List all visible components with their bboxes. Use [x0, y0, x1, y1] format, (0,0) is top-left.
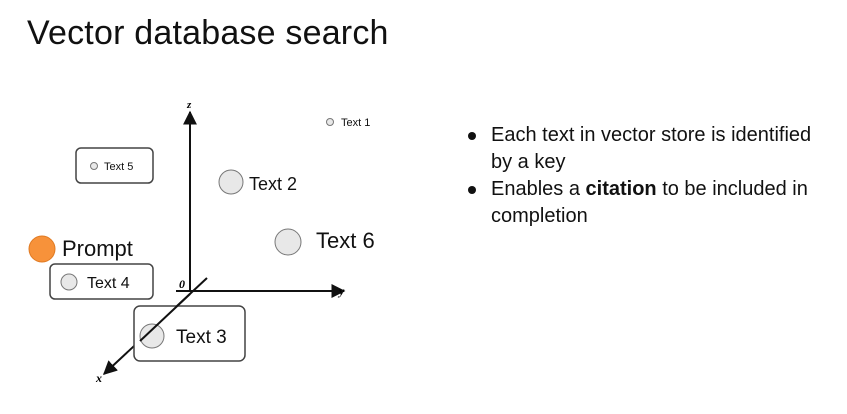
bullet-item: Enables a citation to be included in com…	[466, 176, 826, 230]
point-marker	[274, 228, 302, 256]
origin-label: 0	[179, 277, 185, 291]
point-marker	[90, 162, 98, 170]
point-label: Text 5	[104, 161, 133, 173]
point-text-6: Text 6	[274, 228, 375, 256]
z-axis-label: z	[186, 99, 192, 111]
point-text-5: Text 5	[75, 147, 154, 184]
point-marker	[218, 169, 244, 195]
bullet-text-before: Enables a	[491, 178, 586, 200]
point-label: Text 1	[341, 117, 370, 129]
point-label: Prompt	[62, 236, 133, 261]
page-title: Vector database search	[27, 14, 389, 52]
point-text-4: Text 4	[49, 263, 154, 300]
point-frame	[75, 147, 154, 184]
point-label: Text 3	[176, 327, 227, 348]
point-text-2: Text 2	[218, 169, 297, 195]
bullet-list: Each text in vector store is identified …	[466, 122, 826, 230]
bullet-text: Each text in vector store is identified …	[491, 124, 812, 173]
point-label: Text 6	[316, 228, 375, 253]
point-marker	[326, 118, 334, 126]
bullet-item: Each text in vector store is identified …	[466, 122, 826, 176]
y-axis-label: y	[337, 284, 345, 298]
bullet-text-bold: citation	[585, 178, 657, 200]
point-label: Text 2	[249, 174, 297, 194]
point-text-3: Text 3	[133, 305, 246, 362]
x-axis-overlay	[139, 293, 191, 342]
point-marker	[139, 323, 165, 349]
point-marker	[60, 273, 78, 291]
point-text-1: Text 1	[326, 117, 370, 129]
point-prompt: Prompt	[28, 235, 133, 263]
point-label: Text 4	[87, 275, 130, 292]
x-axis-label: x	[95, 371, 102, 385]
prompt-marker	[28, 235, 56, 263]
bullet-text-after: to be included in completion	[491, 178, 808, 227]
point-frame	[49, 263, 154, 300]
